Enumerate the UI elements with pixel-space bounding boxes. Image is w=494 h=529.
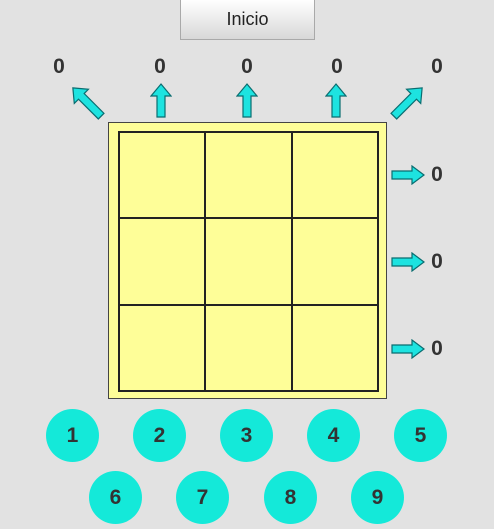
board-cell[interactable] [291,304,378,391]
number-button-8[interactable]: 8 [264,471,317,524]
arrow-up-icon [325,83,347,118]
number-button-4[interactable]: 4 [307,409,360,462]
number-button-1[interactable]: 1 [46,409,99,462]
board-cell[interactable] [205,304,292,391]
sum-diagonal-left: 0 [53,55,65,78]
sum-row-1: 0 [431,163,443,186]
arrow-right-icon [391,165,425,185]
sum-column-3: 0 [331,55,343,78]
number-button-3[interactable]: 3 [220,409,273,462]
number-button-7[interactable]: 7 [176,471,229,524]
number-button-5[interactable]: 5 [394,409,447,462]
arrow-up-icon [150,83,172,118]
arrow-right-icon [391,339,425,359]
board-cell[interactable] [205,218,292,305]
board-cell[interactable] [291,132,378,219]
magic-square-board [108,122,387,399]
arrow-up-icon [236,83,258,118]
board-grid [118,131,379,392]
arrow-right-icon [391,252,425,272]
start-button[interactable]: Inicio [180,0,315,40]
board-cell[interactable] [291,218,378,305]
board-cell[interactable] [205,132,292,219]
arrow-diagonal-right-icon [390,87,423,120]
arrow-diagonal-left-icon [72,87,105,120]
board-cell[interactable] [119,132,206,219]
sum-row-2: 0 [431,250,443,273]
number-button-9[interactable]: 9 [351,471,404,524]
sum-row-3: 0 [431,337,443,360]
sum-column-1: 0 [154,55,166,78]
board-cell[interactable] [119,218,206,305]
number-button-2[interactable]: 2 [133,409,186,462]
number-button-6[interactable]: 6 [89,471,142,524]
sum-diagonal-right: 0 [431,55,443,78]
board-cell[interactable] [119,304,206,391]
sum-column-2: 0 [241,55,253,78]
